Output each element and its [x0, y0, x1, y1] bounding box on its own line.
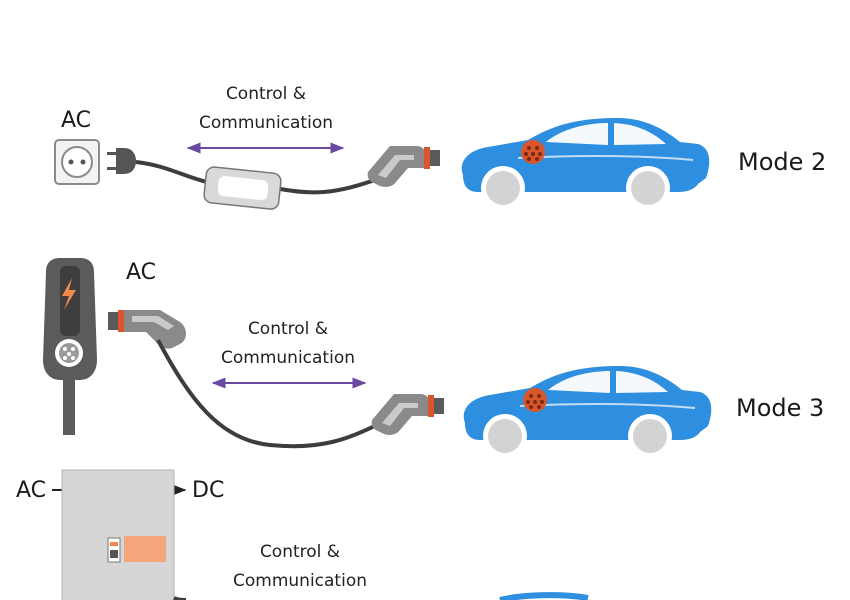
dc-comm-label: Control & Communication: [224, 538, 376, 596]
mode3-label: Mode 3: [736, 394, 825, 422]
mode2-comm-label: Control & Communication: [190, 80, 342, 138]
charging-connector-icon: [367, 146, 440, 187]
mode3-cable: [156, 339, 391, 449]
mode3-comm-line1: Control &: [247, 319, 329, 339]
wallbox-charger: [43, 258, 97, 435]
wall-socket-icon: [54, 139, 100, 185]
dc-comm-line1: Control &: [259, 542, 341, 562]
dc-charging-cabinet: [61, 469, 175, 600]
mode3-source-label: AC: [126, 260, 157, 285]
mode2-comm-line2: Communication: [199, 113, 333, 133]
mode2-source-label: AC: [61, 108, 92, 133]
car-icon: [460, 117, 711, 211]
dc-comm-line2: Communication: [233, 571, 367, 591]
mode3-comm-line2: Communication: [221, 348, 355, 368]
in-cable-control-box: [203, 166, 282, 210]
charging-connector-icon: [108, 310, 186, 349]
mode2-comm-line1: Control &: [225, 84, 307, 104]
car-icon: [462, 365, 713, 459]
car-roof-partial: [499, 592, 589, 600]
dc-input-label: AC: [16, 478, 47, 503]
mode2-label: Mode 2: [738, 148, 827, 176]
plug-icon: [107, 148, 136, 174]
mode3-comm-label: Control & Communication: [212, 315, 364, 373]
dc-output-label: DC: [192, 478, 225, 503]
bolt-icon: [62, 278, 76, 310]
charging-connector-icon: [371, 394, 444, 435]
